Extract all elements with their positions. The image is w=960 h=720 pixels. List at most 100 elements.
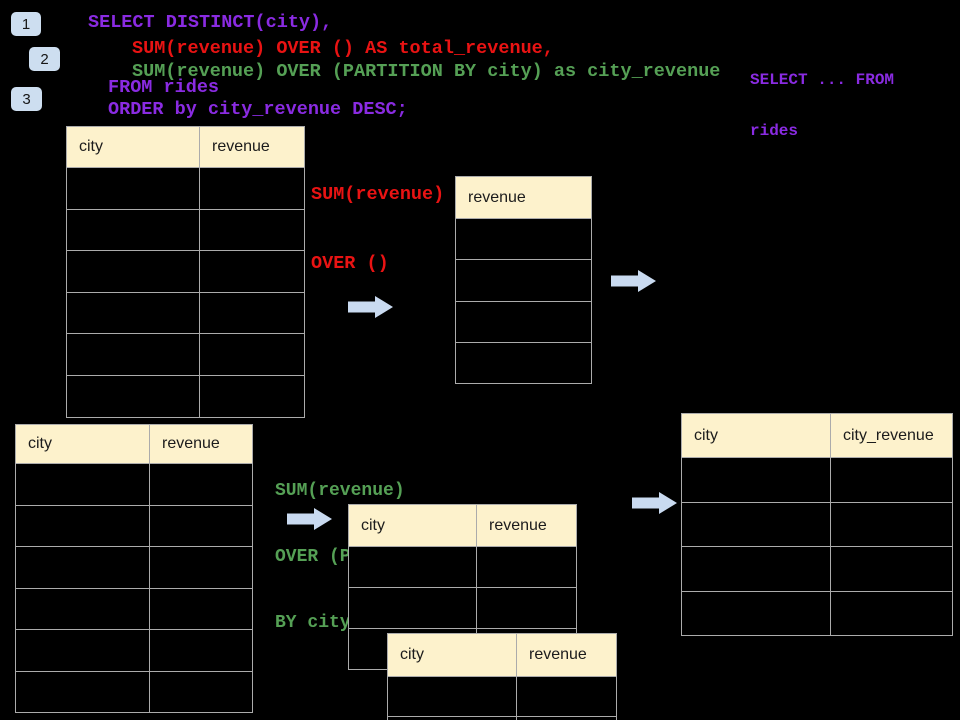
table-partition-back: city revenue	[348, 504, 577, 670]
empty-cell	[830, 590, 953, 636]
column-header-city: city	[15, 424, 150, 464]
empty-cell	[15, 670, 150, 713]
empty-cell	[348, 587, 477, 629]
side-note-line-1: SELECT ... FROM	[750, 71, 895, 89]
empty-cell	[199, 291, 305, 335]
table-row	[66, 167, 305, 210]
empty-cell	[455, 300, 592, 343]
label-total-line-1: SUM(revenue)	[311, 184, 445, 205]
empty-cell	[516, 676, 617, 717]
label-sum-over-total: SUM(revenue) OVER ()	[311, 137, 444, 321]
empty-cell	[149, 587, 253, 630]
label-partition-line-1: SUM(revenue)	[275, 481, 405, 501]
empty-cell	[66, 333, 200, 376]
empty-cell	[15, 629, 150, 672]
table-final-result: city city_revenue	[681, 413, 953, 636]
table-row	[15, 629, 253, 672]
table-row	[455, 341, 592, 385]
column-header-revenue: revenue	[149, 424, 253, 464]
empty-cell	[830, 457, 953, 503]
empty-cell	[199, 374, 305, 418]
table-row	[66, 374, 305, 418]
empty-cell	[348, 546, 477, 588]
table-row	[15, 587, 253, 630]
table-row	[15, 463, 253, 506]
arrow-right-icon	[632, 492, 677, 514]
step-badge-2: 2	[29, 47, 60, 71]
column-header-city: city	[681, 413, 831, 458]
empty-cell	[681, 457, 831, 503]
table-row	[15, 546, 253, 589]
side-note-select-from-rides: SELECT ... FROM rides	[750, 38, 894, 174]
arrow-right-icon	[348, 296, 393, 318]
table-row	[348, 587, 577, 629]
sql-line-sum-total: SUM(revenue) OVER () AS total_revenue,	[132, 38, 554, 59]
empty-cell	[66, 208, 200, 252]
empty-cell	[830, 546, 953, 592]
empty-cell	[149, 670, 253, 713]
table-header-row: city revenue	[348, 504, 577, 547]
empty-cell	[199, 208, 305, 252]
table-header-row: city city_revenue	[681, 413, 953, 458]
table-row	[348, 546, 577, 588]
empty-cell	[15, 546, 150, 589]
label-total-line-2: OVER ()	[311, 253, 389, 274]
table-partition-front: city revenue	[387, 633, 617, 720]
empty-cell	[455, 217, 592, 261]
empty-cell	[516, 716, 617, 720]
table-row	[66, 250, 305, 293]
table-row	[66, 333, 305, 376]
table-source-bottom: city revenue	[15, 424, 253, 713]
table-row	[681, 457, 953, 503]
empty-cell	[455, 259, 592, 302]
empty-cell	[66, 291, 200, 335]
empty-cell	[66, 167, 200, 210]
table-header-row: city revenue	[66, 126, 305, 168]
table-row	[681, 590, 953, 636]
table-header-row: city revenue	[15, 424, 253, 464]
arrow-right-icon	[287, 508, 332, 530]
table-row	[681, 501, 953, 547]
column-header-city: city	[66, 126, 200, 168]
table-row	[387, 676, 617, 717]
side-note-line-2: rides	[750, 122, 799, 140]
empty-cell	[199, 250, 305, 293]
column-header-revenue: revenue	[199, 126, 305, 168]
table-row	[455, 217, 592, 261]
empty-cell	[476, 587, 577, 629]
empty-cell	[830, 501, 953, 547]
sql-line-from: FROM rides	[108, 77, 220, 98]
empty-cell	[66, 250, 200, 293]
table-row	[66, 291, 305, 335]
empty-cell	[387, 716, 517, 720]
step-badge-3: 3	[11, 87, 42, 111]
empty-cell	[149, 463, 253, 506]
table-row	[15, 670, 253, 713]
empty-cell	[387, 676, 517, 717]
empty-cell	[149, 629, 253, 672]
column-header-city: city	[348, 504, 477, 547]
sql-line-sum-partition: SUM(revenue) OVER (PARTITION BY city) as…	[132, 61, 721, 82]
empty-cell	[149, 546, 253, 589]
column-header-city: city	[387, 633, 517, 677]
arrow-right-icon	[611, 270, 656, 292]
empty-cell	[476, 546, 577, 588]
column-header-revenue: revenue	[455, 176, 592, 219]
sql-line-order: ORDER by city_revenue DESC;	[108, 99, 408, 120]
empty-cell	[15, 587, 150, 630]
empty-cell	[15, 463, 150, 506]
label-partition-line-3: BY city)	[275, 613, 362, 633]
column-header-revenue: revenue	[516, 633, 617, 677]
empty-cell	[66, 374, 200, 418]
table-source-top: city revenue	[66, 126, 305, 418]
table-total-revenue: revenue	[455, 176, 592, 385]
empty-cell	[455, 341, 592, 385]
empty-cell	[681, 546, 831, 592]
empty-cell	[199, 167, 305, 210]
step-badge-1: 1	[11, 12, 41, 36]
table-header-row: revenue	[455, 176, 592, 219]
empty-cell	[15, 504, 150, 547]
empty-cell	[149, 504, 253, 547]
table-header-row: city revenue	[387, 633, 617, 677]
